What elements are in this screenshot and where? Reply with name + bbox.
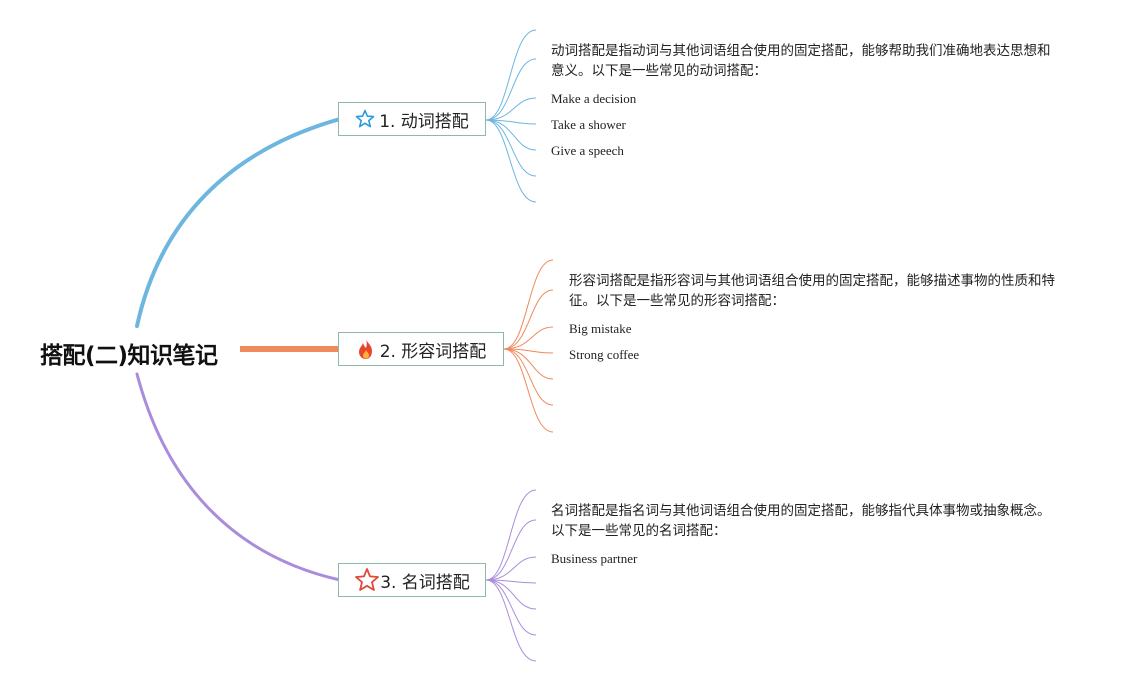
example-item[interactable]: Big mistake	[569, 321, 632, 336]
branch-node-verb-collocation[interactable]: 1. 动词搭配	[338, 102, 486, 136]
branch-label: 2. 形容词搭配	[379, 341, 487, 362]
fire-icon	[358, 339, 372, 359]
star-outline-red-icon	[355, 568, 380, 591]
description-verb-collocation: 动词搭配是指动词与其他词语组合使用的固定搭配，能够帮助我们准确地表达思想和意义。…	[551, 43, 1051, 79]
fan-branch-3	[485, 489, 537, 662]
branch-label: 1. 动词搭配	[379, 111, 469, 132]
example-item[interactable]: Business partner	[551, 551, 638, 566]
example-item[interactable]: Strong coffee	[569, 347, 640, 362]
star-outline-blue-icon	[355, 109, 375, 128]
example-item[interactable]: Give a speech	[551, 143, 624, 158]
connector-root-to-branch-1	[135, 117, 342, 328]
branch-node-noun-collocation[interactable]: 3. 名词搭配	[338, 563, 486, 597]
connector-root-to-branch-3	[135, 372, 342, 582]
fan-branch-1	[485, 29, 537, 203]
branch-node-adjective-collocation[interactable]: 2. 形容词搭配	[338, 332, 504, 366]
branch-label: 3. 名词搭配	[380, 572, 470, 593]
root-title[interactable]: 搭配(二)知识笔记	[40, 343, 218, 369]
description-noun-collocation: 名词搭配是指名词与其他词语组合使用的固定搭配，能够指代具体事物或抽象概念。以下是…	[551, 503, 1051, 539]
description-adjective-collocation: 形容词搭配是指形容词与其他词语组合使用的固定搭配，能够描述事物的性质和特征。以下…	[569, 273, 1055, 309]
example-item[interactable]: Make a decision	[551, 91, 637, 106]
example-item[interactable]: Take a shower	[551, 117, 626, 132]
fan-branch-2	[503, 259, 554, 433]
